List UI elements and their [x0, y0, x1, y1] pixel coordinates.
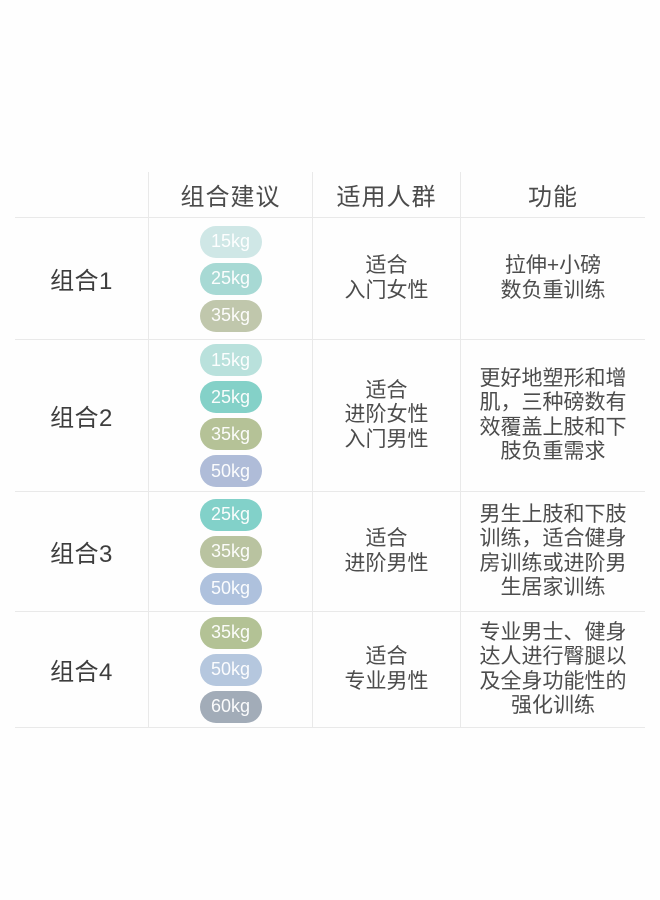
- weight-pill: 50kg: [199, 572, 262, 605]
- audience-text: 适合 进阶男性: [344, 527, 429, 575]
- weight-pill: 25kg: [199, 262, 262, 295]
- row-label-text: 组合2: [50, 405, 113, 432]
- combo3-function: 男生上肢和下肢 训练，适合健身 房训练或进阶男 生居家训练: [460, 492, 645, 612]
- weight-pill: 35kg: [199, 616, 262, 649]
- function-text: 更好地塑形和增 肌，三种磅数有 效覆盖上肢和下 肢负重需求: [479, 366, 627, 464]
- combo3-weight-pills: 25kg 35kg 50kg: [148, 492, 312, 612]
- combo1-weight-pills: 15kg 25kg 35kg: [148, 218, 312, 340]
- weight-pill: 35kg: [199, 299, 262, 332]
- combo4-weight-pills: 35kg 50kg 60kg: [148, 612, 312, 728]
- weight-pill: 35kg: [199, 418, 262, 450]
- row-label-text: 组合4: [50, 659, 113, 686]
- function-text: 男生上肢和下肢 训练，适合健身 房训练或进阶男 生居家训练: [479, 502, 627, 600]
- combo1-audience: 适合 入门女性: [312, 218, 460, 340]
- row-label-combo2: 组合2: [15, 340, 148, 492]
- combo2-function: 更好地塑形和增 肌，三种磅数有 效覆盖上肢和下 肢负重需求: [460, 340, 645, 492]
- column-header-combo-label: 组合建议: [180, 184, 281, 211]
- audience-text: 适合 进阶女性 入门男性: [344, 378, 429, 451]
- row-label-combo3: 组合3: [15, 492, 148, 612]
- function-text: 专业男士、健身 达人进行臀腿以 及全身功能性的 强化训练: [479, 620, 627, 718]
- column-header-function-label: 功能: [528, 184, 578, 211]
- function-text: 拉伸+小磅 数负重训练: [500, 254, 606, 302]
- header-corner-empty: [15, 172, 148, 218]
- column-header-function: 功能: [460, 172, 645, 218]
- combo-spec-table: 组合建议 适用人群 功能 组合1 15kg 25kg 35kg 适合 入门女性 …: [15, 172, 645, 728]
- audience-text: 适合 入门女性: [344, 254, 429, 302]
- weight-pill: 35kg: [199, 535, 262, 568]
- combo3-audience: 适合 进阶男性: [312, 492, 460, 612]
- row-label-text: 组合1: [50, 268, 113, 295]
- combo2-weight-pills: 15kg 25kg 35kg 50kg: [148, 340, 312, 492]
- weight-pill: 25kg: [199, 498, 262, 531]
- weight-pill: 25kg: [199, 381, 262, 413]
- column-header-audience: 适用人群: [312, 172, 460, 218]
- combo2-audience: 适合 进阶女性 入门男性: [312, 340, 460, 492]
- weight-pill: 15kg: [199, 344, 262, 376]
- row-label-combo1: 组合1: [15, 218, 148, 340]
- weight-pill: 60kg: [199, 690, 262, 723]
- row-label-combo4: 组合4: [15, 612, 148, 728]
- combo4-audience: 适合 专业男性: [312, 612, 460, 728]
- column-header-audience-label: 适用人群: [336, 184, 437, 211]
- weight-pill: 15kg: [199, 225, 262, 258]
- weight-pill: 50kg: [199, 653, 262, 686]
- combo4-function: 专业男士、健身 达人进行臀腿以 及全身功能性的 强化训练: [460, 612, 645, 728]
- combo1-function: 拉伸+小磅 数负重训练: [460, 218, 645, 340]
- audience-text: 适合 专业男性: [344, 645, 429, 693]
- weight-pill: 50kg: [199, 455, 262, 487]
- column-header-combo: 组合建议: [148, 172, 312, 218]
- row-label-text: 组合3: [50, 541, 113, 568]
